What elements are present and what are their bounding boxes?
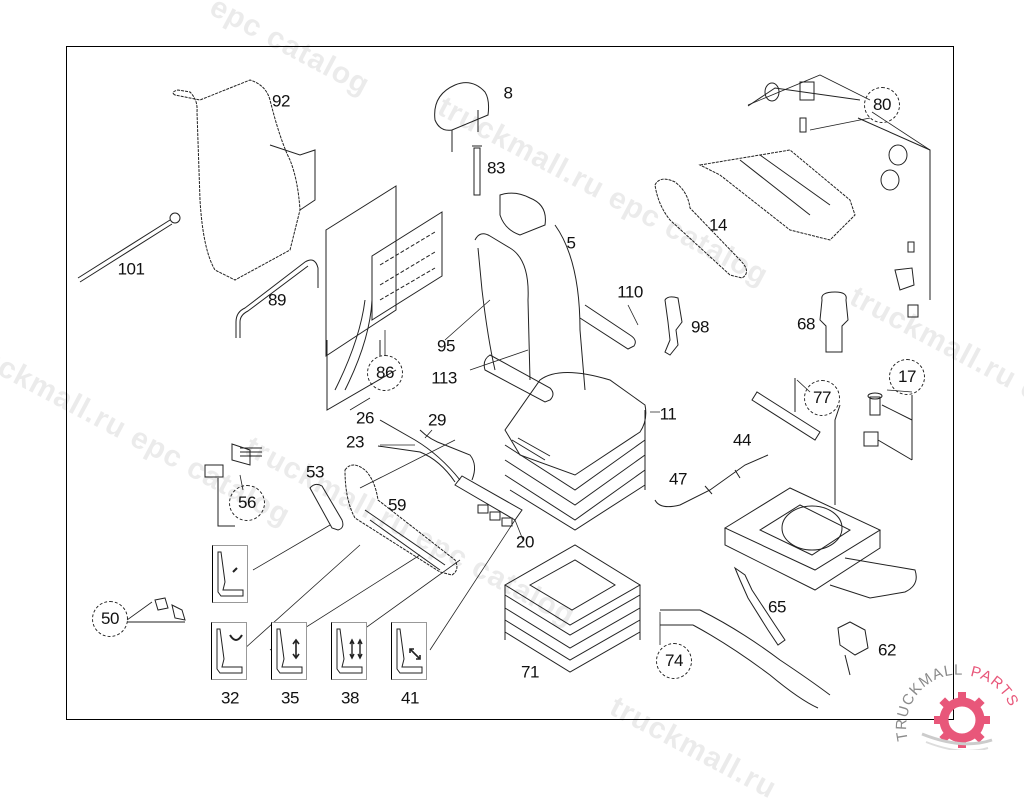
part-label-20[interactable]: 20: [516, 532, 534, 552]
part-label-65[interactable]: 65: [768, 597, 786, 617]
part-side-panel[interactable]: [654, 178, 747, 279]
part-rod[interactable]: [77, 212, 181, 283]
part-cap[interactable]: [309, 483, 344, 531]
seat-icon-38: [331, 622, 367, 680]
part-swivel-base[interactable]: [723, 487, 917, 599]
exploded-diagram-drawing: [77, 74, 931, 709]
part-label-14[interactable]: 14: [709, 215, 727, 235]
callout-17[interactable]: 17: [889, 359, 925, 395]
part-bar[interactable]: [751, 378, 841, 505]
part-hose[interactable]: [660, 609, 831, 709]
part-label-101[interactable]: 101: [117, 259, 145, 279]
part-backrest-frame[interactable]: [172, 79, 316, 281]
part-label-71[interactable]: 71: [521, 662, 539, 682]
part-label-59[interactable]: 59: [388, 495, 406, 515]
part-switch-cluster[interactable]: [454, 437, 551, 527]
part-label-35[interactable]: 35: [281, 688, 299, 708]
part-label-110[interactable]: 110: [617, 282, 643, 302]
seat-icon-lumbar: [212, 545, 248, 603]
part-label-98[interactable]: 98: [691, 317, 709, 337]
part-side-cover[interactable]: [344, 464, 458, 576]
part-label-113[interactable]: 113: [431, 368, 457, 388]
part-seat-cushion[interactable]: [504, 372, 647, 531]
part-label-23[interactable]: 23: [346, 432, 364, 452]
part-label-68[interactable]: 68: [797, 314, 815, 334]
seat-icon-32: [211, 622, 247, 680]
part-label-29[interactable]: 29: [428, 410, 446, 430]
seat-icon-41: [391, 622, 427, 680]
diagram-frame: [66, 46, 954, 720]
part-pin[interactable]: [472, 145, 482, 196]
callout-56[interactable]: 56: [229, 485, 265, 521]
part-label-26[interactable]: 26: [356, 408, 374, 428]
part-seat-backrest[interactable]: [474, 192, 586, 391]
gear-logo-icon: TRUCKMALL PARTS: [893, 662, 1021, 752]
part-bowden-cable[interactable]: [654, 454, 769, 508]
seat-icon-35: [271, 622, 307, 680]
part-bellows[interactable]: [504, 544, 641, 673]
callout-86[interactable]: 86: [367, 355, 403, 391]
part-armrest-110[interactable]: [579, 304, 636, 350]
part-connectors[interactable]: [204, 443, 262, 527]
part-label-92[interactable]: 92: [272, 91, 290, 111]
part-shock-absorber[interactable]: [733, 566, 786, 646]
part-label-32[interactable]: 32: [221, 688, 239, 708]
part-valve[interactable]: [837, 621, 869, 676]
part-buckle[interactable]: [664, 296, 683, 356]
callout-77[interactable]: 77: [804, 380, 840, 416]
part-label-5[interactable]: 5: [566, 233, 576, 253]
part-label-41[interactable]: 41: [401, 688, 419, 708]
part-label-53[interactable]: 53: [306, 462, 324, 482]
part-headrest[interactable]: [434, 82, 490, 152]
part-label-83[interactable]: 83: [487, 158, 505, 178]
part-panels[interactable]: [325, 185, 443, 411]
part-label-11[interactable]: 11: [659, 404, 677, 424]
part-label-95[interactable]: 95: [437, 336, 455, 356]
callout-74[interactable]: 74: [656, 643, 692, 679]
part-label-62[interactable]: 62: [878, 640, 896, 660]
part-armrest-113[interactable]: [483, 354, 554, 403]
part-u-bar[interactable]: [235, 259, 319, 338]
part-label-47[interactable]: 47: [669, 469, 687, 489]
part-damper[interactable]: [819, 291, 849, 353]
truckmall-parts-logo: TRUCKMALL PARTS: [890, 662, 1024, 752]
part-cap-set[interactable]: [863, 392, 913, 461]
part-label-89[interactable]: 89: [268, 290, 286, 310]
part-cables[interactable]: [377, 419, 476, 483]
leader-lines: [242, 299, 660, 651]
part-label-38[interactable]: 38: [341, 688, 359, 708]
part-bracket[interactable]: [127, 597, 186, 623]
callout-50[interactable]: 50: [92, 601, 128, 637]
callout-80[interactable]: 80: [864, 87, 900, 123]
part-label-8[interactable]: 8: [503, 83, 513, 103]
part-slide-rail[interactable]: [698, 81, 931, 318]
part-label-44[interactable]: 44: [733, 430, 751, 450]
